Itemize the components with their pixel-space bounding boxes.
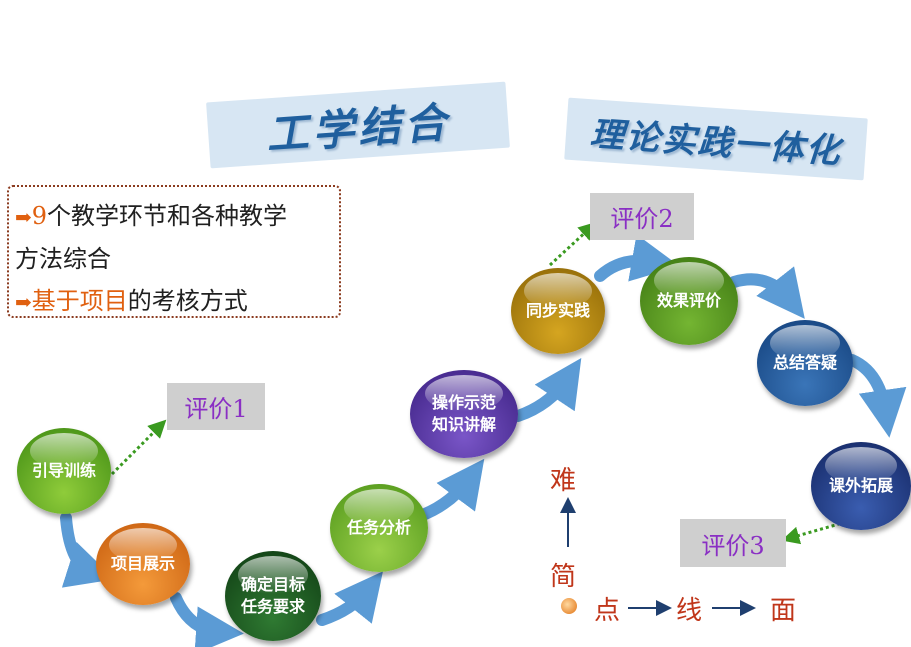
info-line-1-text: 个教学环节和各种教学 [47,202,288,230]
progression-surface: 面 [770,596,797,626]
node-label-line2: 知识讲解 [431,415,496,434]
eval-link-1 [110,419,167,476]
node-set-goals: 确定目标任务要求 [225,551,321,641]
node-label: 效果评价 [656,291,721,310]
node-summary-qa: 总结答疑 [757,320,853,406]
node-task-analysis: 任务分析 [330,484,428,572]
flow-arrow-2 [170,592,244,647]
info-line-3-highlight: 基于项目 [31,287,128,315]
node-label: 同步实践 [525,301,590,320]
flow-arrow-4 [414,458,485,522]
node-demonstration: 操作示范知识讲解 [410,370,518,458]
node-label-line1: 确定目标 [240,575,305,594]
progression-point: 点 [594,596,621,626]
difficulty-easy: 简 [550,562,577,592]
node-extracurricular-extension: 课外拓展 [811,442,911,530]
info-line-3: ➡基于项目的考核方式 [15,280,333,323]
info-line-1-number: 9 [31,202,48,230]
flow-arrow-3 [316,571,383,626]
evaluation-box-2: 评价2 [590,193,694,240]
flow-arrow-8 [846,354,907,438]
info-line-2: 方法综合 [15,245,111,273]
difficulty-hard: 难 [550,466,577,496]
arrow-right-icon: ➡ [15,205,32,229]
progression-line: 线 [676,596,703,626]
info-box: ➡9个教学环节和各种教学 方法综合 ➡基于项目的考核方式 [7,185,341,318]
evaluation-box-3: 评价3 [680,519,786,567]
node-label-line1: 操作示范 [431,393,496,412]
node-guided-training: 引导训练 [17,428,111,514]
node-label: 任务分析 [346,518,411,537]
info-line-1: ➡9个教学环节和各种教学 [15,195,333,238]
flow-arrow-1 [60,512,115,588]
node-project-display: 项目展示 [96,523,190,605]
node-label: 引导训练 [31,461,96,480]
arrow-right-icon: ➡ [15,290,32,314]
info-line-3-text: 的考核方式 [127,287,248,315]
node-label-line2: 任务要求 [240,597,305,616]
flow-arrow-5 [512,358,582,422]
node-label: 课外拓展 [828,476,893,495]
node-label: 总结答疑 [772,353,837,372]
flow-arrow-6 [594,234,680,282]
bullet-dot-icon [561,598,577,614]
eval-link-2 [548,221,597,267]
eval-link-3 [781,520,847,545]
node-label: 项目展示 [110,554,175,573]
flow-arrow-7 [728,266,805,319]
node-synchronous-practice: 同步实践 [511,268,605,354]
evaluation-box-1: 评价1 [167,383,265,430]
node-effect-evaluation: 效果评价 [640,257,738,345]
